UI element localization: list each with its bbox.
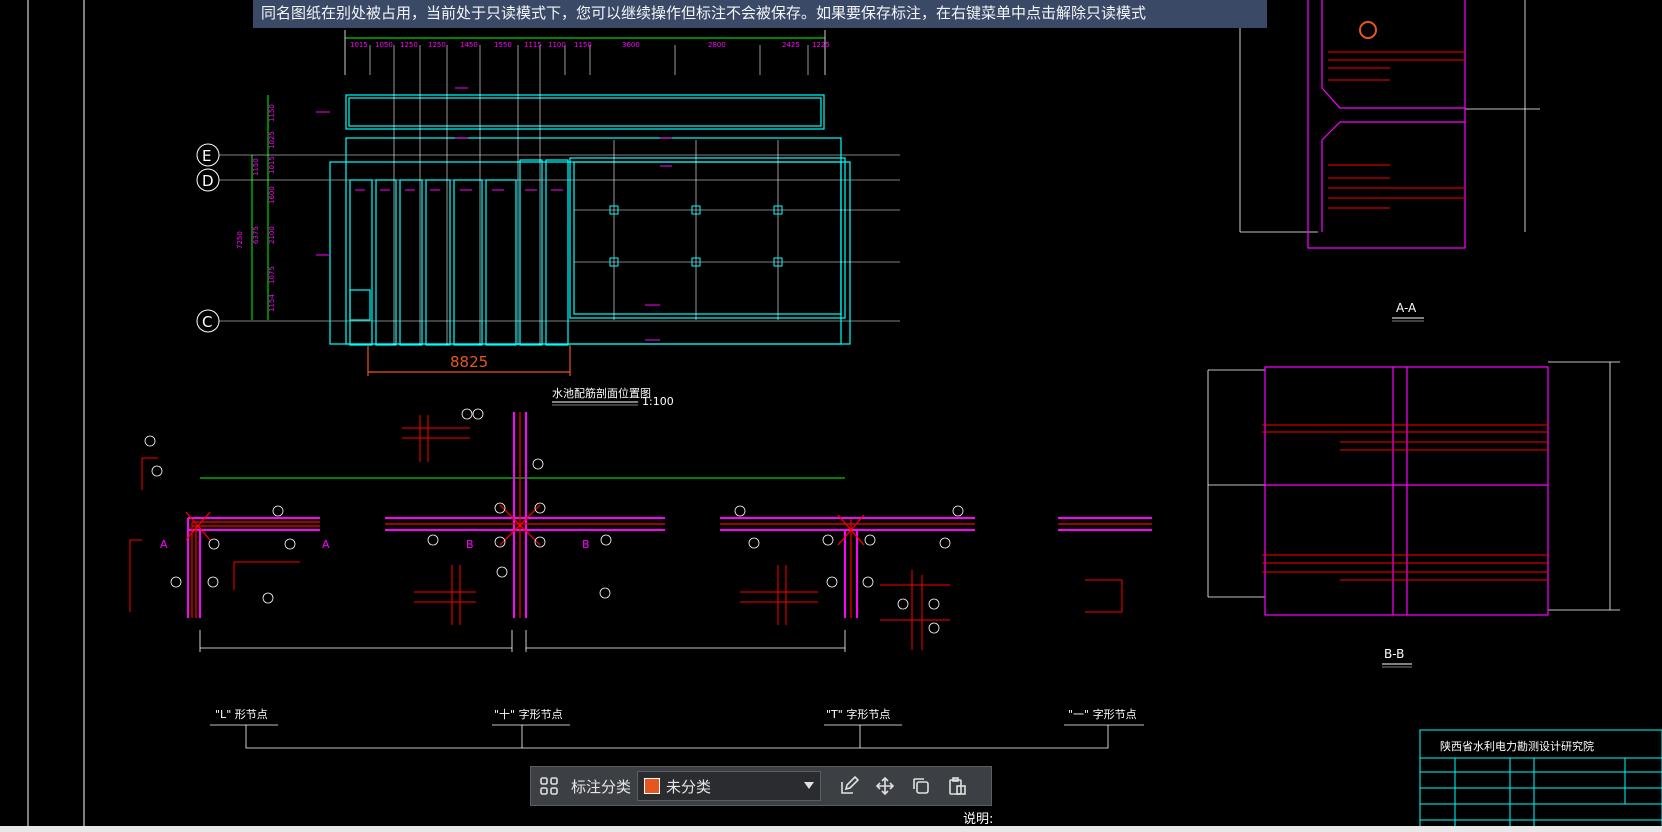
category-select[interactable]: 未分类 xyxy=(637,771,822,801)
left-dim-1: 1025 xyxy=(268,131,276,149)
top-dim-4: 1450 xyxy=(460,41,478,49)
title-block-institute: 陕西省水利电力勘测设计研究院 xyxy=(1440,739,1594,753)
left-dim-7: 1154 xyxy=(268,294,276,312)
left-dim-2: 1015 xyxy=(268,156,276,174)
category-color-swatch xyxy=(644,778,661,794)
section-mark-b-left: B xyxy=(466,538,474,551)
plan-walls xyxy=(329,94,851,346)
axis-label-e: E xyxy=(202,147,211,165)
dimension-8825: 8825 xyxy=(450,353,488,371)
top-dim-1: 1050 xyxy=(375,41,393,49)
readonly-banner: 同名图纸在别处被占用，当前处于只读模式下，您可以继续操作但标注不会被保存。如果要… xyxy=(253,0,1267,28)
left-dim-0: 1150 xyxy=(268,104,276,122)
section-mark-b-right: B xyxy=(582,538,590,551)
plan-scale: 1:100 xyxy=(642,395,674,408)
readonly-message: 同名图纸在别处被占用，当前处于只读模式下，您可以继续操作但标注不会被保存。如果要… xyxy=(261,4,1147,22)
left-dim-4: 1600 xyxy=(268,186,276,204)
node-label-line: "一" 字形节点 xyxy=(1068,707,1137,721)
top-dim-3: 1250 xyxy=(428,41,446,49)
top-dim-8: 1150 xyxy=(574,41,592,49)
title-block: 陕西省水利电力勘测设计研究院 xyxy=(1419,729,1662,832)
top-dim-10: 2800 xyxy=(708,41,726,49)
top-dim-6: 1115 xyxy=(524,41,542,49)
plan-grid xyxy=(393,75,900,345)
grid-icon[interactable] xyxy=(531,767,567,805)
section-a-a: A-A xyxy=(1239,0,1540,322)
section-mark-a-left: A xyxy=(160,538,168,551)
section-label-a-a: A-A xyxy=(1396,301,1417,315)
edit-icon[interactable] xyxy=(831,767,867,805)
left-dimension-labels: 1150 1025 1015 1150 1600 2100 1075 1154 … xyxy=(236,104,276,312)
highlight-circle xyxy=(1359,21,1377,39)
axis-bubbles: E D C xyxy=(196,143,900,333)
plan-section-marks xyxy=(316,87,672,341)
left-dim-6: 1075 xyxy=(268,266,276,284)
top-dim-5: 1550 xyxy=(494,41,512,49)
left-dim-9: 7250 xyxy=(236,231,244,249)
notes-label: 说明: xyxy=(963,812,993,827)
top-dimension-labels: 1015 1050 1250 1250 1450 1550 1115 1100 … xyxy=(350,41,830,49)
plan-columns xyxy=(609,205,783,267)
chevron-down-icon xyxy=(804,782,815,789)
axis-label-c: C xyxy=(202,313,212,331)
top-dim-2: 1250 xyxy=(400,41,418,49)
top-dim-9: 3600 xyxy=(622,41,640,49)
move-icon[interactable] xyxy=(867,767,903,805)
status-strip xyxy=(0,826,1662,832)
axis-label-d: D xyxy=(202,172,214,190)
category-label: 标注分类 xyxy=(571,777,632,796)
paste-icon[interactable] xyxy=(939,767,975,805)
top-dim-7: 1100 xyxy=(548,41,566,49)
top-dim-0: 1015 xyxy=(350,41,368,49)
left-dim-3: 1150 xyxy=(252,158,260,176)
node-details: A A B B "L" 形节点 "十" 字形节点 "T" 字形节点 "一" 字形… xyxy=(129,408,1152,827)
node-label-l: "L" 形节点 xyxy=(215,708,268,721)
section-label-b-b: B-B xyxy=(1384,647,1404,661)
node-label-cross: "十" 字形节点 xyxy=(494,707,563,721)
annotation-toolbar: 标注分类 未分类 xyxy=(530,766,992,806)
copy-icon[interactable] xyxy=(903,767,939,805)
top-dim-12: 1225 xyxy=(812,41,830,49)
left-dim-8: 6375 xyxy=(252,226,260,244)
plan-view: 1015 1050 1250 1250 1450 1550 1115 1100 … xyxy=(196,30,900,408)
section-mark-a-right: A xyxy=(322,538,330,551)
node-label-t: "T" 字形节点 xyxy=(826,707,890,721)
section-b-b: B-B xyxy=(1207,361,1620,668)
top-dim-11: 2425 xyxy=(782,41,800,49)
plan-title: 水池配筋剖面位置图 xyxy=(552,386,651,400)
left-dim-5: 2100 xyxy=(268,226,276,244)
category-select-value: 未分类 xyxy=(666,777,712,796)
